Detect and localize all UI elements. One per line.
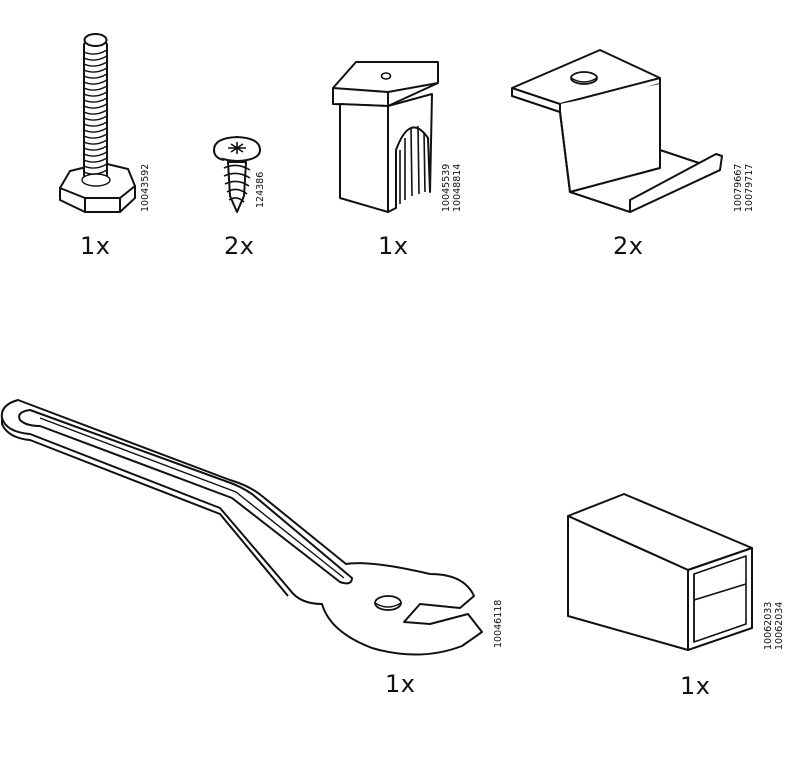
quantity-label: 2x	[613, 232, 644, 260]
quantity-label: 1x	[385, 670, 416, 698]
part-number-line: 10062033	[763, 601, 774, 650]
quantity-label: 1x	[378, 232, 409, 260]
part-number-line: 10062034	[774, 601, 785, 650]
quantity-label: 1x	[80, 232, 111, 260]
part-number: 10062033 10062034	[763, 602, 785, 650]
quantity-label: 2x	[224, 232, 255, 260]
quantity-label: 1x	[680, 672, 711, 700]
